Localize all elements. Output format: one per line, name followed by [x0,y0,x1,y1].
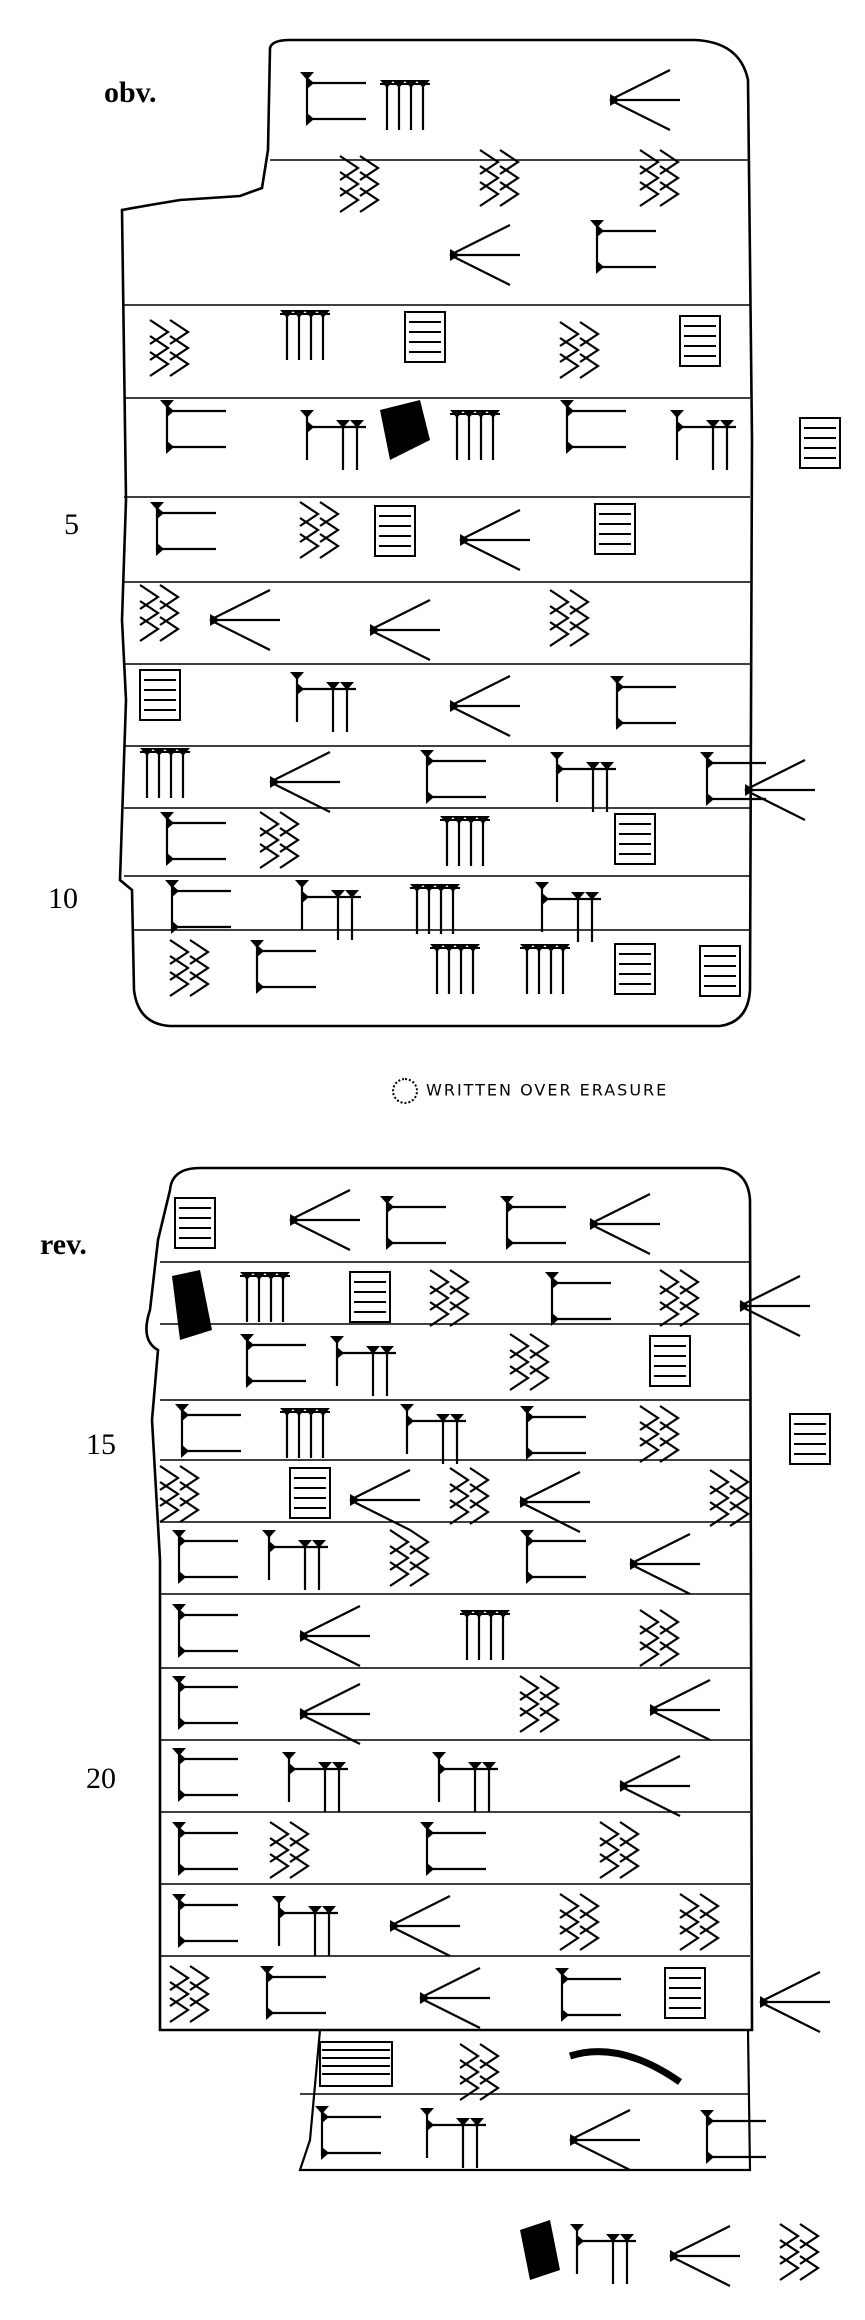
obverse-label: obv. [104,76,157,109]
erasure-note-text: WRITTEN OVER ERASURE [426,1080,669,1100]
line-number-5: 5 [64,508,79,541]
dotted-circle-icon [392,1078,418,1104]
reverse-tablet [145,1166,832,2288]
line-number-15: 15 [86,1428,116,1461]
erasure-note: WRITTEN OVER ERASURE [392,1078,668,1104]
obverse-tablet [118,38,841,1028]
reverse-label: rev. [40,1228,87,1261]
damage-hatch [172,1270,212,1340]
line-number-20: 20 [86,1762,116,1795]
erasure-hatch [380,400,430,460]
line-number-10: 10 [48,882,78,915]
erasure-block [319,2041,393,2087]
